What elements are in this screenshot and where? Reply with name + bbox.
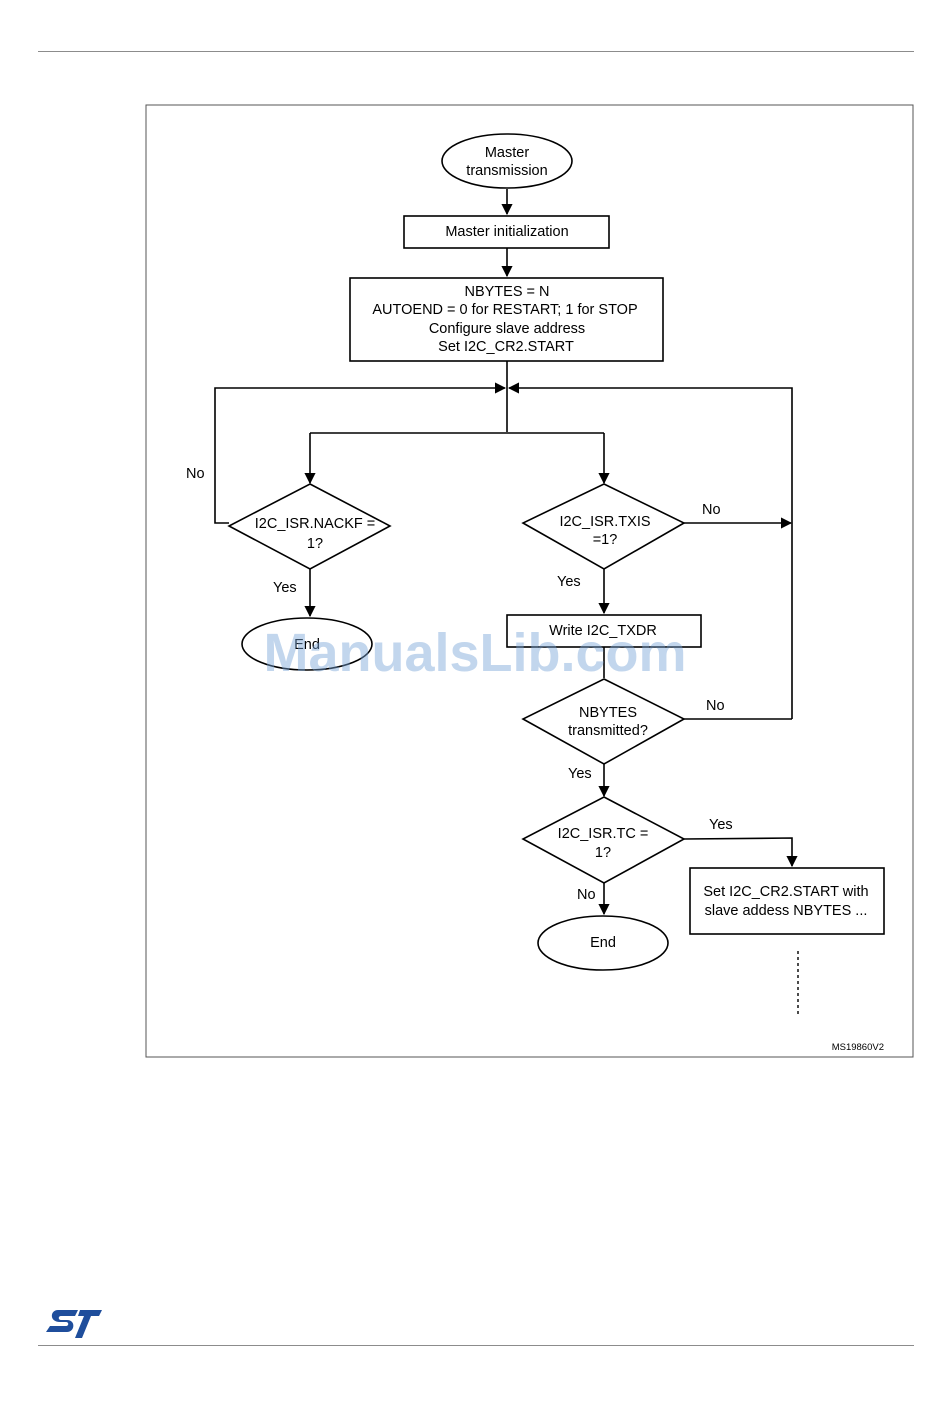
edge-label-nackf-yes: Yes: [273, 580, 297, 596]
figure-code: MS19860V2: [832, 1042, 884, 1053]
node-config-label-4: Set I2C_CR2.START: [438, 339, 574, 355]
node-config-label-1: NBYTES = N: [464, 284, 549, 300]
node-init: [403, 215, 610, 249]
node-end-bottom-label: End: [590, 935, 616, 951]
node-restart-label-2: slave addess NBYTES ...: [705, 903, 868, 919]
node-end-bottom: [537, 915, 669, 971]
node-write-txdr-label: Write I2C_TXDR: [549, 623, 657, 639]
node-nackf: [227, 483, 392, 570]
node-txis-label-2: =1?: [593, 532, 618, 548]
edge-nackf-no: [214, 382, 507, 524]
edge-label-txis-yes: Yes: [557, 574, 581, 590]
node-nbytes-label-1: NBYTES: [579, 705, 637, 721]
node-start-label-2: transmission: [466, 163, 547, 179]
node-tc-label-2: 1?: [595, 845, 611, 861]
node-start-label-1: Master: [485, 145, 529, 161]
node-config: [349, 277, 664, 362]
st-logo-icon: [46, 1310, 102, 1338]
edge-label-nackf-no: No: [186, 466, 205, 482]
header-rule: [38, 51, 914, 52]
edge-right-loop: [507, 382, 793, 719]
edge-label-tc-yes: Yes: [709, 817, 733, 833]
node-txis-label-1: I2C_ISR.TXIS: [559, 514, 650, 530]
footer-rule: [38, 1345, 914, 1346]
node-end-left-label: End: [294, 637, 320, 653]
node-nbytes-label-2: transmitted?: [568, 723, 648, 739]
edge-label-txis-no: No: [702, 502, 721, 518]
node-restart: [689, 867, 885, 935]
figure-border: [145, 104, 914, 1058]
node-nackf-label-1: I2C_ISR.NACKF =: [255, 516, 375, 532]
node-restart-label-1: Set I2C_CR2.START with: [703, 884, 868, 900]
node-txis: [521, 483, 686, 570]
node-end-left: [241, 617, 373, 671]
edge-label-tc-no: No: [577, 887, 596, 903]
node-tc-label-1: I2C_ISR.TC =: [558, 826, 649, 842]
edge-label-nbytes-no: No: [706, 698, 725, 714]
node-config-label-2: AUTOEND = 0 for RESTART; 1 for STOP: [372, 302, 637, 318]
node-config-label-3: Configure slave address: [429, 321, 585, 337]
node-nbytes: [521, 678, 686, 765]
node-write-txdr: [506, 614, 702, 648]
edge-label-nbytes-yes: Yes: [568, 766, 592, 782]
node-init-label: Master initialization: [445, 224, 568, 240]
edge-tc-yes: [683, 837, 798, 868]
node-tc: [521, 796, 686, 884]
node-start: [441, 133, 573, 189]
node-nackf-label-2: 1?: [307, 536, 323, 552]
